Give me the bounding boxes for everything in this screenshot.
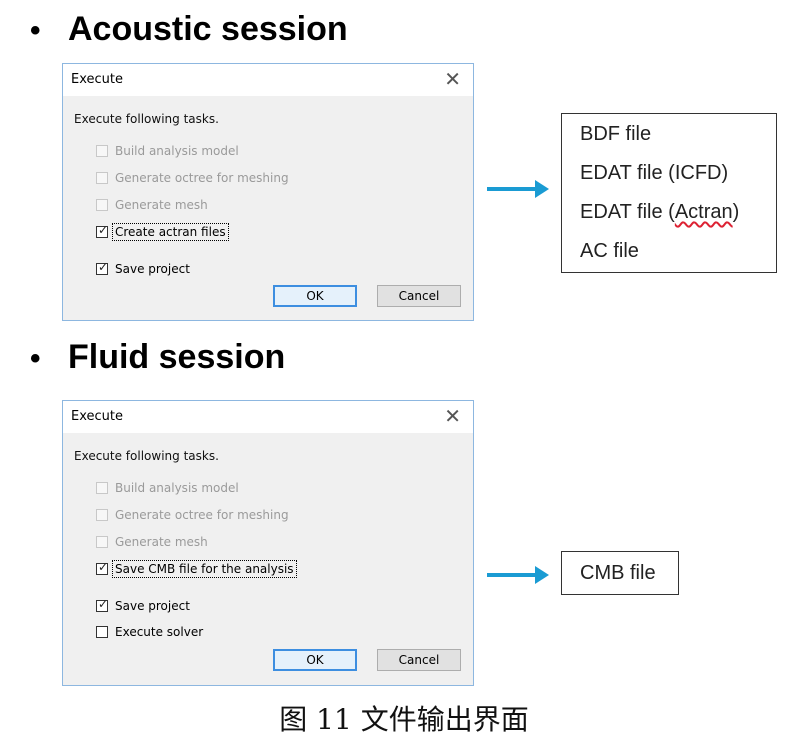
check-icon: ✓ [98, 223, 109, 237]
task-label: Build analysis model [115, 481, 239, 495]
checkbox [96, 199, 108, 211]
check-icon: ✓ [98, 560, 109, 574]
task-generate-octree: Generate octree for meshing [96, 169, 291, 187]
output-item-text: EDAT file (Actran) [580, 201, 740, 223]
dialog-instruction: Execute following tasks. [74, 112, 219, 126]
ok-button[interactable]: OK [273, 285, 357, 307]
heading-text: Fluid session [68, 338, 286, 376]
task-create-actran-files[interactable]: ✓ Create actran files [96, 223, 229, 241]
cancel-button[interactable]: Cancel [377, 649, 461, 671]
task-save-project[interactable]: ✓ Save project [96, 260, 192, 278]
task-label: Save project [115, 262, 190, 276]
checkbox [96, 482, 108, 494]
task-generate-mesh: Generate mesh [96, 533, 210, 551]
check-icon: ✓ [98, 260, 109, 274]
cancel-button[interactable]: Cancel [377, 285, 461, 307]
output-item: EDAT file (ICFD) [580, 162, 729, 184]
task-label: Save CMB file for the analysis [112, 560, 297, 578]
checkbox[interactable]: ✓ [96, 260, 109, 275]
fluid-output-list: CMB file [561, 551, 679, 595]
task-generate-octree: Generate octree for meshing [96, 506, 291, 524]
task-generate-mesh: Generate mesh [96, 196, 210, 214]
dialog-titlebar: Execute ✕ [63, 401, 473, 433]
task-label: Generate mesh [115, 535, 208, 549]
dialog-title: Execute [71, 72, 123, 87]
checkbox[interactable]: ✓ [96, 223, 109, 238]
checkbox [96, 145, 108, 157]
bullet: • [30, 342, 41, 375]
output-item: AC file [580, 240, 639, 262]
checkbox [96, 536, 108, 548]
bullet: • [30, 14, 41, 47]
task-label: Create actran files [112, 223, 229, 241]
task-label: Generate octree for meshing [115, 171, 289, 185]
section-heading-fluid: • Fluid session [30, 338, 285, 378]
dialog-titlebar: Execute ✕ [63, 64, 473, 96]
ok-button[interactable]: OK [273, 649, 357, 671]
output-item: BDF file [580, 123, 652, 145]
section-heading-acoustic: • Acoustic session [30, 10, 348, 50]
spellcheck-underline: Actran [674, 201, 733, 223]
task-label: Build analysis model [115, 144, 239, 158]
task-label: Execute solver [115, 625, 204, 639]
task-save-cmb-file[interactable]: ✓ Save CMB file for the analysis [96, 560, 297, 578]
output-item: EDAT file (Actran) [580, 200, 739, 224]
task-label: Generate octree for meshing [115, 508, 289, 522]
arrow-right-icon [487, 180, 549, 198]
close-icon[interactable]: ✕ [444, 67, 461, 91]
dialog-title: Execute [71, 409, 123, 424]
checkbox [96, 509, 108, 521]
dialog-instruction: Execute following tasks. [74, 449, 219, 463]
task-execute-solver[interactable]: Execute solver [96, 623, 205, 641]
task-label: Generate mesh [115, 198, 208, 212]
checkbox[interactable]: ✓ [96, 597, 109, 612]
execute-dialog-acoustic: Execute ✕ Execute following tasks. Build… [62, 63, 474, 321]
arrow-right-icon [487, 566, 549, 584]
execute-dialog-fluid: Execute ✕ Execute following tasks. Build… [62, 400, 474, 686]
task-save-project[interactable]: ✓ Save project [96, 597, 192, 615]
checkbox[interactable]: ✓ [96, 560, 109, 575]
heading-text: Acoustic session [68, 10, 348, 48]
figure-caption: 图 11 文件输出界面 [279, 703, 529, 736]
checkbox[interactable] [96, 626, 108, 638]
acoustic-output-list: BDF file EDAT file (ICFD) EDAT file (Act… [561, 113, 777, 273]
task-label: Save project [115, 599, 190, 613]
checkbox [96, 172, 108, 184]
check-icon: ✓ [98, 597, 109, 611]
task-build-analysis-model: Build analysis model [96, 479, 241, 497]
output-item: CMB file [580, 562, 656, 584]
task-build-analysis-model: Build analysis model [96, 142, 241, 160]
close-icon[interactable]: ✕ [444, 404, 461, 428]
